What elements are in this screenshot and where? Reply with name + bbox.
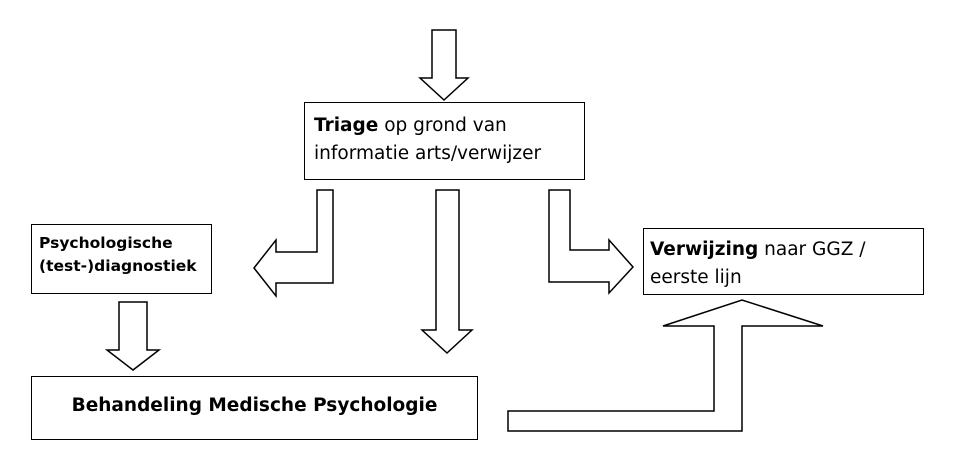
verwijzing-line-1: Verwijzing naar GGZ / [650,236,923,264]
triage-line-1: Triage op grond van [314,112,584,140]
triage-line-2: informatie arts/verwijzer [314,142,542,164]
diagnostiek-line-1: Psychologische [39,234,173,252]
arrow-triage-to-behandeling [420,189,474,355]
triage-line-1-rest: op grond van [378,115,507,136]
verwijzing-line-2: eerste lijn [650,266,742,288]
triage-box: Triage op grond van informatie arts/verw… [304,102,585,180]
arrow-diagnostiek-to-behandeling [104,301,162,371]
arrow-triage-to-verwijzing [548,189,635,295]
behandeling-label: Behandeling Medische Psychologie [71,394,438,416]
behandeling-box: Behandeling Medische Psychologie [31,376,478,440]
verwijzing-line-1-rest: naar GGZ / [758,239,866,260]
diagnostiek-box: Psychologische (test-)diagnostiek [31,224,212,294]
verwijzing-bold-label: Verwijzing [650,239,759,260]
diagnostiek-line-2: (test-)diagnostiek [39,257,197,276]
triage-bold-label: Triage [314,115,379,136]
arrow-triage-to-diagnostiek [253,189,334,299]
arrow-down-into-triage [418,29,470,102]
verwijzing-box: Verwijzing naar GGZ / eerste lijn [643,228,924,295]
arrow-behandeling-to-verwijzing [507,299,824,432]
